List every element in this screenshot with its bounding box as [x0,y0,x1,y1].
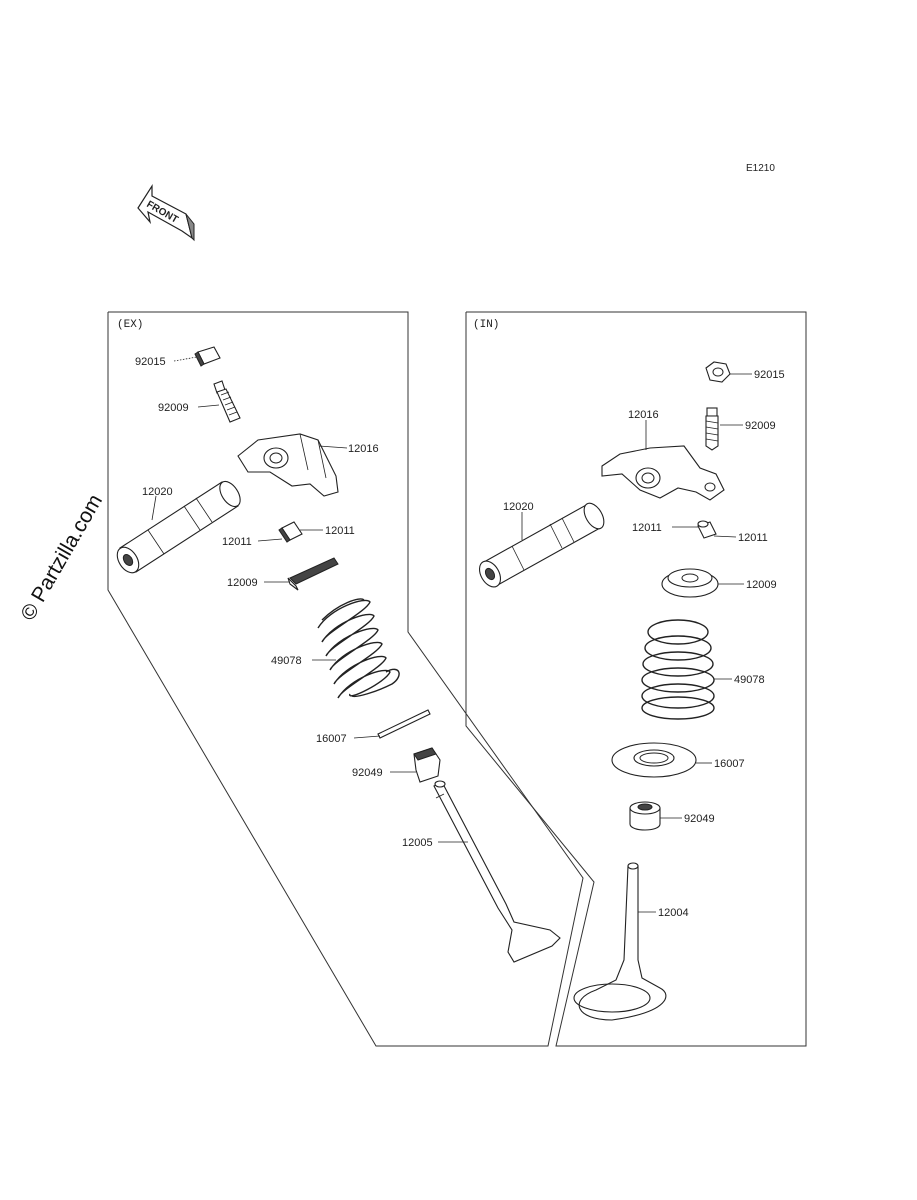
in-valve-spring-49078: 49078 [641,619,765,720]
in-adjust-screw-92009: 92009 [705,407,776,451]
in-label-92009: 92009 [745,420,776,432]
intake-frame [465,311,807,1047]
in-spring-seat-16007: 16007 [611,742,745,778]
in-collet-12011: 12011 12011 [632,520,768,544]
front-arrow-icon: FRONT [137,183,195,242]
ex-label-49078: 49078 [271,655,302,667]
ex-label-16007: 16007 [316,733,347,745]
in-valve-12004: 12004 [573,862,689,1021]
ex-spring-seat-16007: 16007 [316,709,431,745]
in-label-12016: 12016 [628,409,659,421]
ex-locknut-92015: 92015 [135,346,221,368]
ex-stem-seal-92049: 92049 [352,747,441,783]
ex-label-92009: 92009 [158,402,189,414]
ex-valve-spring-49078: 49078 [271,598,400,699]
in-label-16007: 16007 [714,758,745,770]
ex-label-92049: 92049 [352,767,383,779]
in-rocker-arm-12016: 12016 [601,409,725,501]
in-locknut-92015: 92015 [705,361,785,383]
in-label-49078: 49078 [734,674,765,686]
ex-adjust-screw-92009: 92009 [158,380,241,423]
watermark: © Partzilla.com [16,490,107,624]
intake-title: (IN) [473,319,499,331]
exhaust-frame [107,311,584,1047]
ex-valve-12005: 12005 [402,780,561,963]
ex-label-12011-right: 12011 [325,525,355,537]
ex-retainer-12009: 12009 [227,557,339,591]
in-stem-seal-92049: 92049 [629,801,715,831]
ex-rocker-shaft-12020: 12020 [116,480,241,574]
in-label-12009: 12009 [746,579,777,591]
in-label-92049: 92049 [684,813,715,825]
in-label-12011-right: 12011 [738,532,768,544]
ex-collet-12011: 12011 12011 [222,521,355,548]
in-rocker-shaft-12020: 12020 [478,501,605,588]
ex-label-12011-left: 12011 [222,536,252,548]
ex-label-12009: 12009 [227,577,258,589]
ex-rocker-arm-12016: 12016 [237,433,379,497]
in-label-12004: 12004 [658,907,689,919]
in-retainer-12009: 12009 [661,568,777,598]
in-label-12020: 12020 [503,501,534,513]
ex-label-12005: 12005 [402,837,433,849]
ex-label-12020: 12020 [142,486,173,498]
ex-label-12016: 12016 [348,443,379,455]
ex-label-92015: 92015 [135,356,166,368]
diagram-code: E1210 [746,163,775,174]
in-label-92015: 92015 [754,369,785,381]
in-label-12011-left: 12011 [632,522,662,534]
exhaust-title: (EX) [117,319,143,331]
